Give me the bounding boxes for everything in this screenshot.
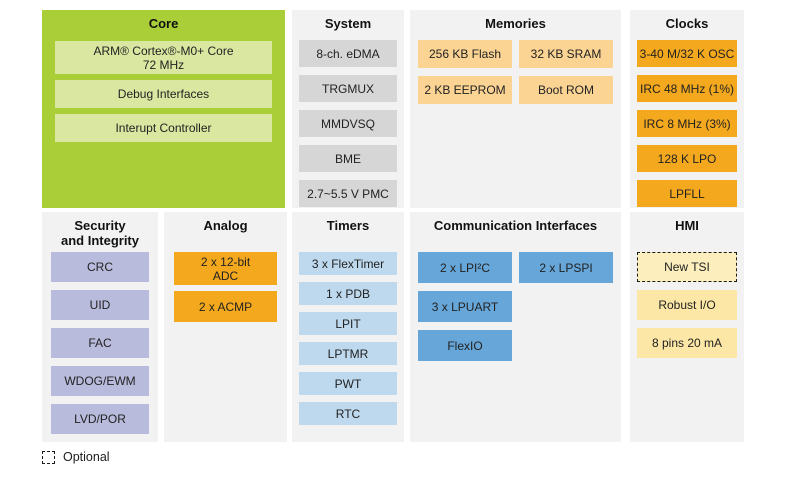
panel-analog: Analog 2 x 12-bit ADC 2 x ACMP [164, 212, 287, 442]
block-lpi2c: 2 x LPI²C [418, 252, 512, 283]
block-uid: UID [51, 290, 149, 320]
panel-system: System 8-ch. eDMA TRGMUX MMDVSQ BME 2.7~… [292, 10, 404, 208]
block-pwt: PWT [299, 372, 397, 395]
panel-title-system: System [324, 16, 372, 31]
hmi-block-list: New TSI Robust I/O 8 pins 20 mA [630, 252, 744, 358]
block-robust-io: Robust I/O [637, 290, 737, 320]
block-flash: 256 KB Flash [418, 40, 512, 68]
block-osc: 3-40 M/32 K OSC [637, 40, 737, 67]
core-block-list: ARM® Cortex®-M0+ Core 72 MHz Debug Inter… [42, 41, 285, 142]
timers-block-list: 3 x FlexTimer 1 x PDB LPIT LPTMR PWT RTC [292, 252, 404, 425]
block-wdog-ewm: WDOG/EWM [51, 366, 149, 396]
block-new-tsi: New TSI [637, 252, 737, 282]
system-block-list: 8-ch. eDMA TRGMUX MMDVSQ BME 2.7~5.5 V P… [292, 40, 404, 207]
block-flexio: FlexIO [418, 330, 512, 361]
block-mmdvsq: MMDVSQ [299, 110, 397, 137]
panel-communication-interfaces: Communication Interfaces 2 x LPI²C 2 x L… [410, 212, 621, 442]
panel-title-core: Core [148, 16, 179, 31]
security-block-list: CRC UID FAC WDOG/EWM LVD/POR [42, 252, 158, 434]
panel-title-timers: Timers [326, 218, 370, 233]
panel-timers: Timers 3 x FlexTimer 1 x PDB LPIT LPTMR … [292, 212, 404, 442]
panel-security-and-integrity: Security and Integrity CRC UID FAC WDOG/… [42, 212, 158, 442]
clocks-block-list: 3-40 M/32 K OSC IRC 48 MHz (1%) IRC 8 MH… [630, 40, 744, 207]
optional-dashed-swatch-icon [42, 450, 55, 464]
panel-title-clocks: Clocks [665, 16, 709, 31]
block-lpfll: LPFLL [637, 180, 737, 207]
block-lpspi: 2 x LPSPI [519, 252, 613, 283]
block-bme: BME [299, 145, 397, 172]
panel-memories: Memories 256 KB Flash 32 KB SRAM 2 KB EE… [410, 10, 621, 208]
block-trgmux: TRGMUX [299, 75, 397, 102]
block-fac: FAC [51, 328, 149, 358]
block-edma: 8-ch. eDMA [299, 40, 397, 67]
panel-title-analog: Analog [203, 218, 248, 233]
block-sram: 32 KB SRAM [519, 40, 613, 68]
panel-clocks: Clocks 3-40 M/32 K OSC IRC 48 MHz (1%) I… [630, 10, 744, 208]
panel-title-hmi: HMI [675, 218, 699, 233]
block-arm-cortex-m0-core: ARM® Cortex®-M0+ Core 72 MHz [55, 41, 272, 74]
block-8-pins-20ma: 8 pins 20 mA [637, 328, 737, 358]
block-lvd-por: LVD/POR [51, 404, 149, 434]
block-irc-48mhz: IRC 48 MHz (1%) [637, 75, 737, 102]
block-lpit: LPIT [299, 312, 397, 335]
block-acmp: 2 x ACMP [174, 291, 277, 322]
block-crc: CRC [51, 252, 149, 282]
block-lpuart: 3 x LPUART [418, 291, 512, 322]
block-lpo: 128 K LPO [637, 145, 737, 172]
block-rtc: RTC [299, 402, 397, 425]
block-adc: 2 x 12-bit ADC [174, 252, 277, 285]
memories-block-grid: 256 KB Flash 32 KB SRAM 2 KB EEPROM Boot… [410, 40, 621, 104]
block-irc-8mhz: IRC 8 MHz (3%) [637, 110, 737, 137]
legend-optional: Optional [42, 450, 110, 464]
block-lptmr: LPTMR [299, 342, 397, 365]
communication-block-grid: 2 x LPI²C 2 x LPSPI 3 x LPUART FlexIO [410, 252, 621, 361]
panel-title-communication: Communication Interfaces [433, 218, 598, 233]
block-pmc: 2.7~5.5 V PMC [299, 180, 397, 207]
block-debug-interfaces: Debug Interfaces [55, 80, 272, 108]
legend-optional-label: Optional [63, 450, 110, 464]
block-flextimer: 3 x FlexTimer [299, 252, 397, 275]
block-eeprom: 2 KB EEPROM [418, 76, 512, 104]
block-pdb: 1 x PDB [299, 282, 397, 305]
block-interrupt-controller: Interupt Controller [55, 114, 272, 142]
panel-hmi: HMI New TSI Robust I/O 8 pins 20 mA [630, 212, 744, 442]
block-boot-rom: Boot ROM [519, 76, 613, 104]
analog-block-list: 2 x 12-bit ADC 2 x ACMP [164, 252, 287, 322]
panel-title-security: Security and Integrity [60, 218, 139, 248]
panel-core: Core ARM® Cortex®-M0+ Core 72 MHz Debug … [42, 10, 285, 208]
panel-title-memories: Memories [485, 16, 546, 31]
